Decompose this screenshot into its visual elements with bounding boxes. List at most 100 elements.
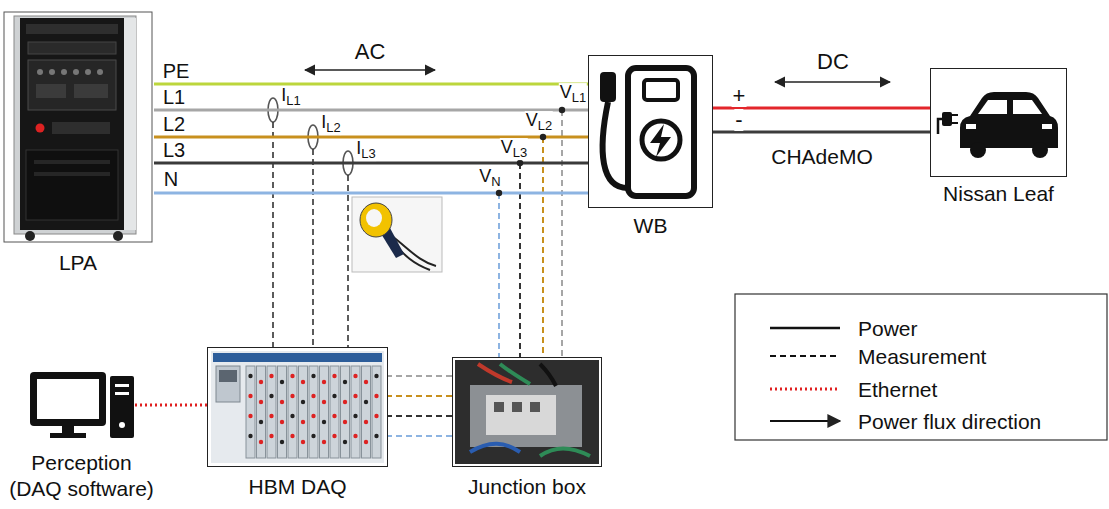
daq-photo	[290, 434, 294, 438]
daq-photo	[374, 394, 378, 398]
daq-photo	[330, 366, 339, 458]
wallbox-icon	[650, 124, 671, 157]
daq-photo	[257, 366, 266, 458]
daq-photo	[290, 374, 294, 378]
car-icon	[952, 114, 958, 116]
daq-photo	[311, 374, 315, 378]
daq-photo	[322, 440, 326, 444]
daq-photo	[374, 414, 378, 418]
daq-photo	[280, 420, 284, 424]
daq-photo	[311, 434, 315, 438]
voltage-signal: VN	[478, 167, 501, 189]
computer-icon	[30, 372, 106, 426]
current-measurement-lines	[312, 149, 314, 347]
ac-power-lines	[154, 83, 588, 86]
voltage-tap-lines	[499, 110, 562, 357]
current-clamp-picture	[366, 209, 382, 227]
daq-photo	[322, 400, 326, 404]
daq-photo	[269, 434, 273, 438]
lpa-cabinet-picture	[28, 42, 116, 54]
connector-standard: CHAdeMO	[770, 146, 874, 167]
flow-label: AC	[354, 41, 387, 63]
conductor-name: L1	[162, 87, 186, 107]
subscript: N	[491, 174, 500, 189]
tap-point	[517, 160, 523, 166]
car-icon	[938, 92, 1058, 158]
legend-text: Ethernet	[858, 379, 937, 400]
subscript: L2	[538, 118, 552, 133]
wallbox-icon	[600, 68, 694, 196]
daq-photo	[269, 414, 273, 418]
ethernet-link	[135, 404, 207, 407]
legend-frame	[735, 294, 1107, 440]
junction-box-photo	[494, 402, 504, 412]
tap-point	[540, 134, 546, 140]
junction-box-photo	[540, 364, 556, 386]
ac-power-lines	[154, 84, 588, 193]
voltage-signal: VL2	[525, 111, 553, 133]
dc-direction-arrow	[775, 81, 890, 83]
daq-photo	[374, 434, 378, 438]
current-measurement-lines	[272, 122, 274, 347]
daq-photo	[332, 434, 336, 438]
lpa-cabinet-picture	[25, 231, 35, 241]
daq-photo	[320, 366, 329, 458]
lpa-cabinet-picture	[28, 60, 116, 110]
voltage-measurement-lines	[388, 435, 452, 437]
computer-icon	[62, 426, 74, 434]
daq-photo	[248, 374, 252, 378]
tap-point	[559, 107, 565, 113]
voltage-measurement-lines	[388, 375, 452, 377]
lpa-cabinet-picture	[36, 84, 66, 98]
daq-photo	[290, 414, 294, 418]
polarity-sign: +	[732, 85, 747, 107]
conductor-name: N	[163, 169, 179, 189]
voltage-measurement-lines	[388, 376, 452, 436]
legend-frame	[770, 388, 840, 391]
subscript: L1	[572, 90, 586, 105]
daq-software-node: Perception (DAQ software)	[28, 370, 135, 440]
current-signal: IL2	[320, 113, 341, 135]
daq-photo	[322, 380, 326, 384]
daq-photo	[269, 394, 273, 398]
daq-photo	[353, 434, 357, 438]
daq-photo	[259, 440, 263, 444]
junction-box-photo	[470, 385, 582, 447]
daq-photo	[211, 351, 384, 463]
lpa-cabinet-picture	[34, 172, 110, 176]
car-icon	[1013, 100, 1042, 114]
voltage-signal: VL3	[500, 138, 528, 160]
car-icon	[938, 119, 942, 134]
car-icon	[1032, 142, 1048, 158]
tap-point	[496, 190, 502, 196]
junction-box-node: Junction box	[452, 357, 602, 467]
ac-power-lines	[154, 109, 588, 112]
daq-photo	[301, 380, 305, 384]
junction-box-photo	[540, 449, 590, 457]
subscript: L3	[361, 146, 375, 161]
daq-photo	[280, 440, 284, 444]
junction-box-photo	[486, 395, 556, 435]
current-signal: IL1	[280, 86, 301, 108]
wallbox-node: WB	[588, 55, 713, 208]
ac-direction-arrow	[305, 70, 435, 71]
computer-icon	[115, 392, 129, 395]
daq-photo	[343, 440, 347, 444]
daq-photo	[301, 440, 305, 444]
daq-photo	[374, 374, 378, 378]
daq-unit-node: HBM DAQ	[207, 347, 388, 467]
computer-icon	[30, 372, 134, 438]
lpa-cabinet-picture	[61, 69, 67, 75]
daq-photo	[301, 400, 305, 404]
daq-photo	[332, 394, 336, 398]
legend-frame	[770, 327, 840, 330]
daq-photo	[219, 370, 237, 382]
car-icon	[952, 122, 958, 124]
ethernet-link	[135, 405, 207, 406]
lpa-cabinet-picture	[85, 69, 91, 75]
conductor-name: L2	[162, 114, 186, 134]
junction-box-photo	[455, 360, 599, 464]
daq-photo	[364, 420, 368, 424]
subscript: L3	[513, 145, 527, 160]
